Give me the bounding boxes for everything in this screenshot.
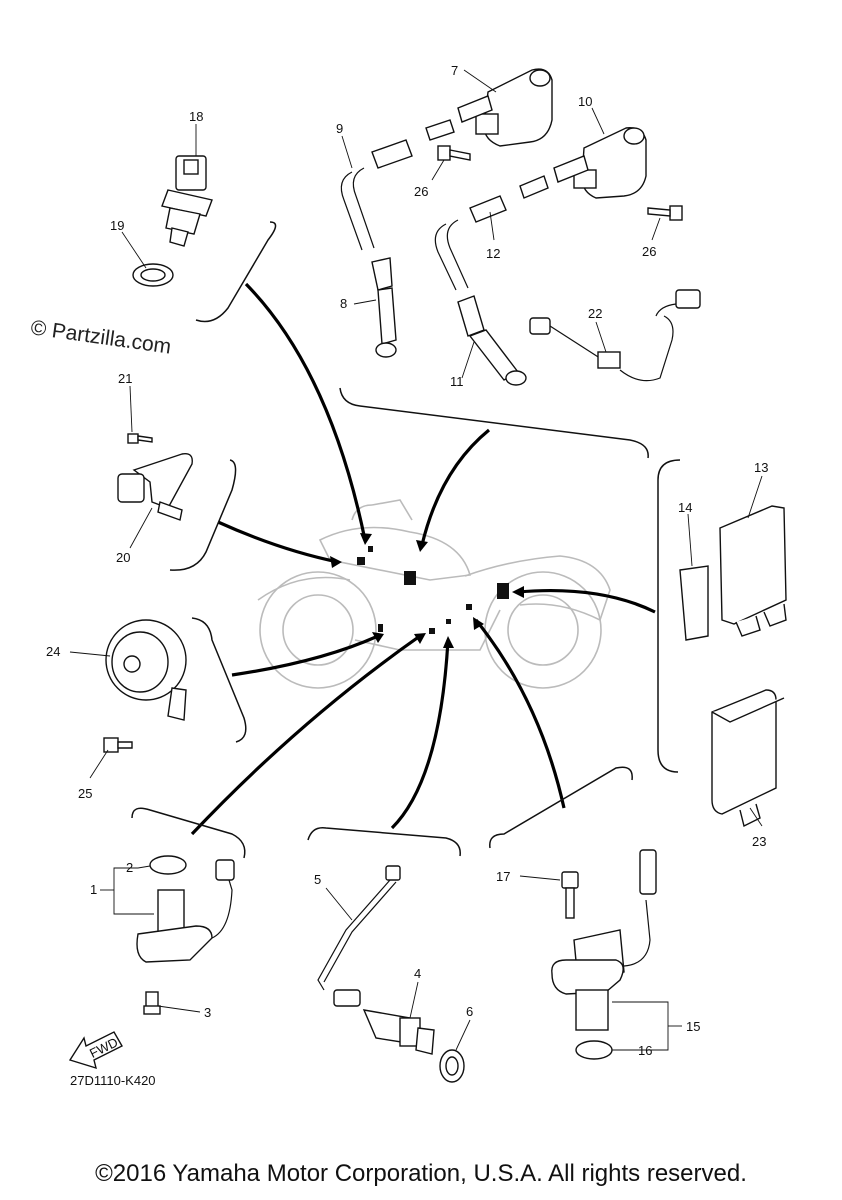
callout-13: 13 — [754, 460, 768, 475]
part-13-ecu — [719, 505, 787, 637]
part-24-horn — [105, 619, 187, 721]
motorcycle-outline — [257, 499, 611, 689]
part-17-bolt — [561, 871, 579, 919]
callout-23: 23 — [752, 834, 766, 849]
part-7-ignition-coil — [457, 68, 553, 147]
callout-24: 24 — [46, 644, 60, 659]
callout-4: 4 — [414, 966, 421, 981]
part-2-o-ring — [149, 855, 187, 875]
callout-11: 11 — [450, 374, 464, 389]
callout-26b: 26 — [642, 244, 656, 259]
callout-14: 14 — [678, 500, 692, 515]
part-11-plug-cap — [457, 295, 527, 386]
fwd-arrow-icon: FWD — [68, 1031, 123, 1070]
part-26-bolt-2 — [647, 205, 683, 221]
coil-lead-tubes — [371, 119, 549, 223]
diagram-code: 27D1110-K420 — [70, 1073, 156, 1088]
callout-17: 17 — [496, 869, 510, 884]
part-15-crank-sensor — [551, 849, 657, 1031]
copyright-notice: ©2016 Yamaha Motor Corporation, U.S.A. A… — [95, 1160, 747, 1187]
part-18-thermo-sensor — [161, 155, 213, 247]
part-23-relay — [711, 689, 785, 828]
callout-22: 22 — [588, 306, 602, 321]
part-14-damper — [679, 565, 709, 641]
part-9-plug-lead — [340, 167, 375, 251]
group-brackets — [131, 221, 681, 859]
fwd-label: FWD — [87, 1034, 120, 1060]
part-3-screw — [143, 991, 161, 1015]
part-6-gasket — [439, 1049, 465, 1083]
callout-16: 16 — [638, 1043, 652, 1058]
part-26-bolt — [437, 145, 471, 161]
callout-5: 5 — [314, 872, 321, 887]
callout-20: 20 — [116, 550, 130, 565]
callout-8: 8 — [340, 296, 347, 311]
callout-10: 10 — [578, 94, 592, 109]
part-10-ignition-coil — [553, 127, 647, 199]
leader-lines — [69, 69, 763, 1051]
part-19-washer — [132, 263, 174, 287]
part-16-o-ring — [575, 1040, 613, 1060]
callout-2: 2 — [126, 860, 133, 875]
part-8-plug-cap — [371, 257, 397, 358]
callout-9: 9 — [336, 121, 343, 136]
part-21-screw — [127, 433, 153, 444]
part-4-o2-sensor — [362, 1009, 435, 1055]
callout-21: 21 — [118, 371, 132, 386]
callout-1: 1 — [90, 882, 97, 897]
watermark-text: © Partzilla.com — [29, 316, 172, 358]
callout-19: 19 — [110, 218, 124, 233]
part-1-speed-sensor — [136, 859, 235, 963]
part-5-sensor-lead — [317, 865, 401, 1007]
callout-26: 26 — [414, 184, 428, 199]
callout-6: 6 — [466, 1004, 473, 1019]
callout-3: 3 — [204, 1005, 211, 1020]
part-20-throttle-sensor — [117, 453, 193, 521]
callout-18: 18 — [189, 109, 203, 124]
callout-15: 15 — [686, 1019, 700, 1034]
callout-25: 25 — [78, 786, 92, 801]
callout-7: 7 — [451, 63, 458, 78]
callout-12: 12 — [486, 246, 500, 261]
part-25-bolt — [103, 737, 133, 753]
connector-lines — [190, 282, 656, 836]
part-22-lead-sensor — [529, 289, 701, 382]
part-12-plug-lead — [434, 219, 469, 291]
callout-labels: 18 19 7 9 8 10 26 12 11 26 22 21 20 13 1… — [46, 63, 768, 1058]
